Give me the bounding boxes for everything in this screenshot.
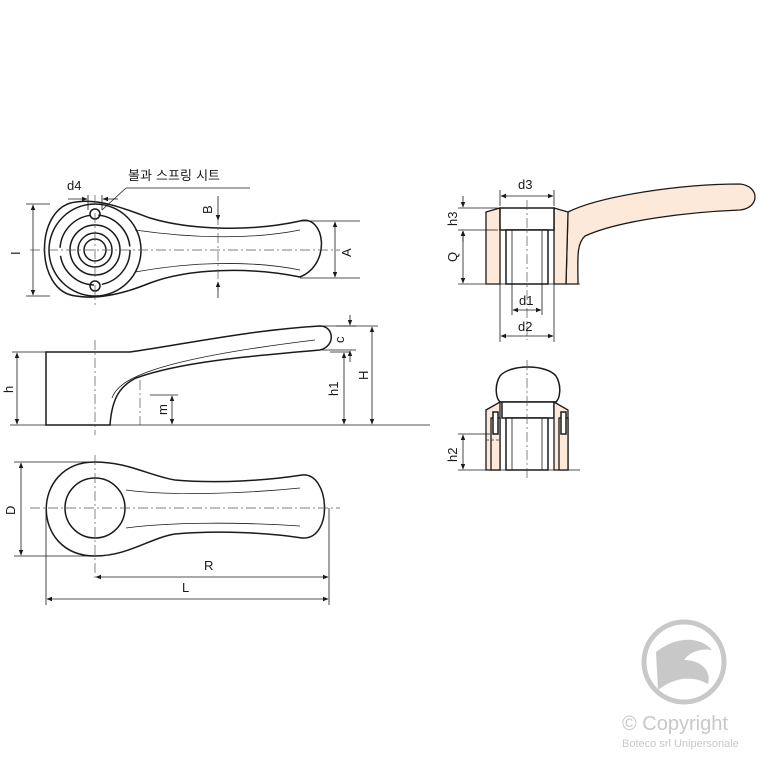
boteco-logo-icon [641, 619, 727, 705]
dim-h2-label: h2 [445, 448, 460, 462]
bottom-view: D R L [3, 455, 340, 605]
section-detail-view: h2 [445, 360, 580, 480]
dim-h-label: h [1, 386, 16, 393]
dim-d3-label: d3 [518, 177, 532, 192]
watermark-owner: Boteco srl Unipersonale [622, 738, 739, 750]
dim-L-label: L [182, 580, 189, 595]
top-view: d4 볼과 스프링 시트 B I A [8, 169, 360, 305]
dim-h1-label: h1 [326, 382, 341, 396]
watermark-copyright: © Copyright [622, 713, 728, 735]
dim-H-label: H [356, 371, 371, 380]
dim-m-label: m [155, 404, 170, 415]
dim-d2-label: d2 [518, 319, 532, 334]
section-view: d3 h3 Q d1 d2 [445, 177, 756, 342]
dim-d4-label: d4 [67, 178, 81, 193]
dim-Q-label: Q [445, 252, 460, 262]
side-view: h m c h1 H [1, 315, 430, 435]
copyright-watermark: © Copyright Boteco srl Unipersonale [622, 619, 739, 750]
dim-R-label: R [204, 558, 213, 573]
dim-I-label: I [8, 251, 23, 255]
dim-d1-label: d1 [519, 293, 533, 308]
dim-h3-label: h3 [445, 212, 460, 226]
dim-B-label: B [200, 205, 215, 214]
dim-A-label: A [339, 248, 354, 257]
dim-D-label: D [3, 506, 18, 515]
ball-spring-seat-note: 볼과 스프링 시트 [128, 169, 220, 184]
dim-c-label: c [332, 336, 347, 343]
